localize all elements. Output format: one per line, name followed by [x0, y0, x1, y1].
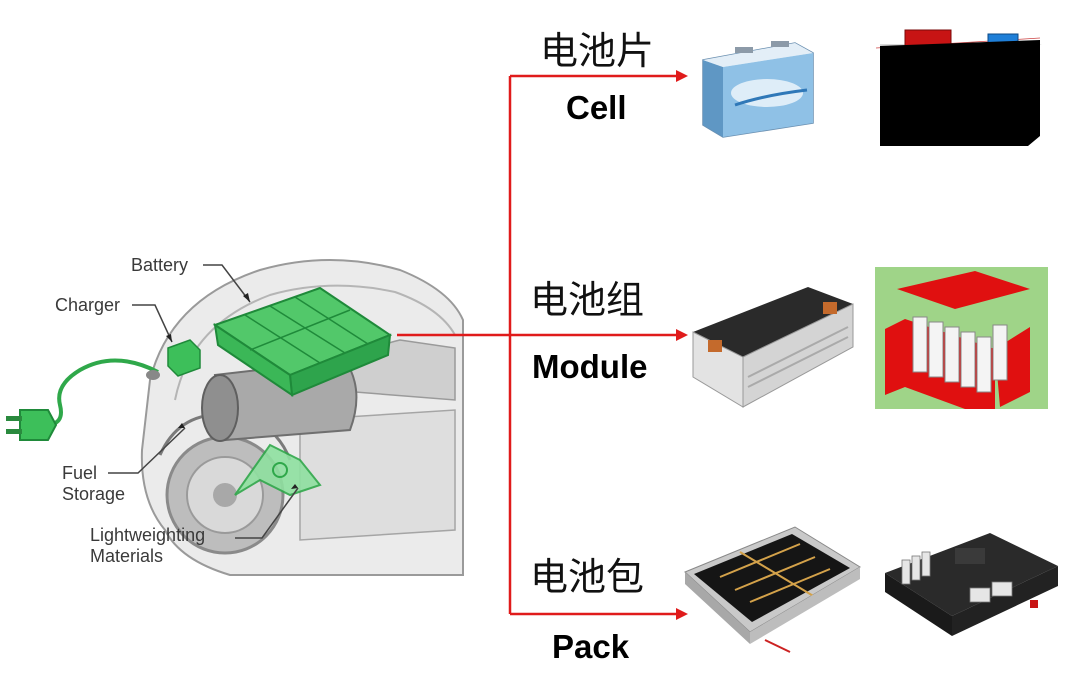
lightweighting-line-2: Materials — [90, 546, 164, 566]
cell-schematic — [872, 28, 1047, 150]
cell-label-zh: 电池片 — [540, 29, 655, 73]
lightweighting-line-1: Lightweighting — [90, 525, 206, 545]
fuel-storage-label: Fuel Storage — [62, 463, 125, 505]
charger-box — [167, 339, 201, 377]
arrowhead-cell — [676, 70, 688, 82]
lightweighting-frame — [234, 443, 322, 497]
cell-label-en: Cell — [566, 89, 627, 126]
module-label-zh: 电池组 — [530, 278, 645, 322]
module-label-en: Module — [532, 348, 648, 385]
car-illustration — [0, 230, 470, 576]
fuel-storage-line-1: Fuel — [62, 463, 98, 483]
pack-render — [880, 528, 1060, 640]
charger-label: Charger — [55, 295, 121, 315]
charging-cable — [6, 358, 160, 441]
pack-photo — [680, 522, 870, 657]
module-schematic — [875, 267, 1048, 409]
arrowhead-pack — [676, 608, 688, 620]
callout-arrowheads — [166, 293, 298, 489]
module-photo — [688, 282, 858, 412]
pack-label-zh: 电池包 — [530, 555, 645, 599]
fuel-storage-line-2: Storage — [62, 484, 126, 504]
callout-lines — [108, 264, 299, 539]
battery-pack-green — [212, 286, 393, 398]
pack-label-en: Pack — [552, 628, 630, 665]
arrowhead-module — [676, 329, 688, 341]
lightweighting-label: Lightweighting Materials — [90, 525, 205, 567]
cell-photo — [695, 35, 820, 140]
battery-label: Battery — [131, 255, 189, 275]
